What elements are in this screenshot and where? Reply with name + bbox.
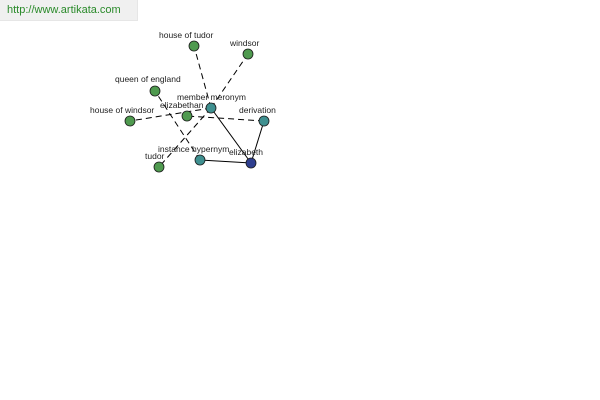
node-label: instance hypernym xyxy=(158,144,229,154)
node-marker[interactable] xyxy=(149,85,161,97)
node-elizabeth[interactable]: elizabeth xyxy=(229,147,263,169)
edge-instance-hypernym-elizabeth xyxy=(199,159,252,164)
node-marker[interactable] xyxy=(194,154,206,166)
node-member-meronym[interactable]: member meronym xyxy=(177,92,246,114)
node-house-of-windsor[interactable]: house of windsor xyxy=(90,105,154,127)
node-marker[interactable] xyxy=(153,161,165,173)
node-label: house of windsor xyxy=(90,105,154,115)
edge-instance-hypernym-queen-of-england xyxy=(154,90,201,161)
node-elizabethan[interactable]: elizabethan xyxy=(160,100,204,122)
node-marker[interactable] xyxy=(181,110,193,122)
node-label: elizabethan xyxy=(160,100,204,110)
node-marker[interactable] xyxy=(242,48,254,60)
node-marker[interactable] xyxy=(124,115,136,127)
node-marker[interactable] xyxy=(205,102,217,114)
edge-member-meronym-house-of-tudor xyxy=(193,45,212,109)
node-label: derivation xyxy=(239,105,276,115)
edge-member-meronym-windsor xyxy=(210,53,249,109)
node-marker[interactable] xyxy=(188,40,200,52)
edge-member-meronym-tudor xyxy=(158,107,212,168)
node-label: windsor xyxy=(229,38,259,48)
node-label: member meronym xyxy=(177,92,246,102)
node-label: queen of england xyxy=(115,74,181,84)
node-marker[interactable] xyxy=(258,115,270,127)
edge-derivation-elizabeth xyxy=(250,120,265,164)
node-derivation[interactable]: derivation xyxy=(239,105,276,127)
edge-member-meronym-elizabeth xyxy=(210,107,252,164)
node-label: elizabeth xyxy=(229,147,263,157)
edge-derivation-elizabethan xyxy=(186,115,265,122)
node-label: tudor xyxy=(145,151,165,161)
node-house-of-tudor[interactable]: house of tudor xyxy=(159,30,214,52)
node-instance-hypernym[interactable]: instance hypernym xyxy=(158,144,229,166)
node-marker[interactable] xyxy=(245,157,257,169)
node-tudor[interactable]: tudor xyxy=(145,151,165,173)
site-url-link[interactable]: http://www.artikata.com xyxy=(0,0,138,21)
node-windsor[interactable]: windsor xyxy=(229,38,259,60)
node-queen-of-england[interactable]: queen of england xyxy=(115,74,181,97)
node-label: house of tudor xyxy=(159,30,214,40)
